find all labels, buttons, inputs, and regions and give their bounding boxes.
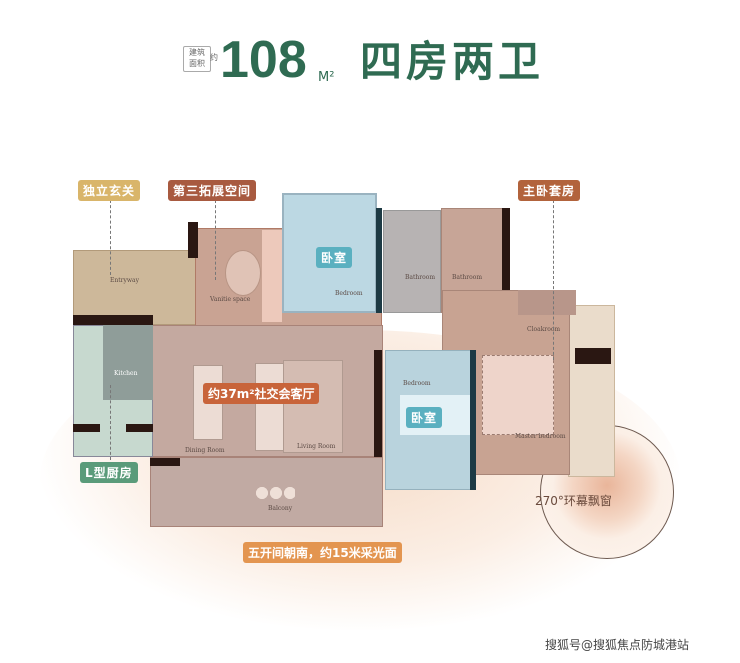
balcony-chairs [255, 486, 295, 500]
area-value: 108 [220, 31, 307, 89]
rug [283, 360, 343, 453]
callout-kitchen: L型厨房 [80, 462, 138, 483]
wall [73, 315, 153, 325]
kitchen-core [103, 325, 153, 400]
watermark: 搜狐号@搜狐焦点防城港站 [545, 638, 690, 652]
callout-third-space: 第三拓展空间 [168, 180, 257, 201]
living-label: Living Room [297, 443, 336, 450]
wall [150, 458, 180, 466]
area-prefix-line2: 面积 [189, 59, 205, 68]
dining-label: Dining Room [185, 447, 225, 454]
wall [470, 350, 476, 490]
area-prefix-line1: 建筑 [189, 48, 205, 57]
entryway-label: Entryway [110, 277, 140, 284]
area-unit: M² [318, 70, 335, 85]
wall [575, 348, 611, 364]
vanity-cabinet [262, 230, 282, 322]
bedroom2-label: Bedroom [403, 380, 431, 387]
area-prefix-box: 建筑 面积 [183, 46, 211, 72]
wall [502, 208, 510, 313]
vanity-label: Vanitie space [210, 296, 251, 303]
wall [374, 350, 382, 465]
balcony-label: Balcony [268, 505, 293, 512]
bathroom1-label: Bathroom [405, 274, 436, 281]
bathroom1 [383, 210, 441, 313]
leader-line [553, 200, 554, 360]
bathroom2-label: Bathroom [452, 274, 483, 281]
callout-living: 约37m²社交会客厅 [203, 383, 320, 404]
wardrobe [518, 290, 576, 315]
callout-entry: 独立玄关 [78, 180, 141, 201]
cloakroom-label: Cloakroom [527, 326, 561, 333]
kitchen-label: Kitchen [114, 370, 138, 377]
leader-line [110, 200, 111, 275]
master-label: Master bedroom [515, 433, 566, 440]
entryway [73, 250, 198, 325]
callout-south: 五开间朝南，约15米采光面 [243, 542, 402, 563]
vanity-round-table [225, 250, 261, 296]
master-bed [482, 355, 554, 435]
callout-bedroom2: 卧室 [406, 407, 443, 428]
layout-title: 四房两卫 [360, 37, 545, 86]
bedroom1-label: Bedroom [335, 290, 363, 297]
callout-master-suite: 主卧套房 [518, 180, 581, 201]
callout-bedroom1: 卧室 [316, 247, 353, 268]
wall [73, 424, 100, 432]
area-approx: 约 [210, 53, 218, 62]
wall [376, 208, 382, 313]
callout-bay-window: 270°环幕飘窗 [535, 494, 612, 508]
wall [188, 222, 198, 258]
wall [126, 424, 153, 432]
master-bay-area [568, 305, 615, 477]
leader-line [215, 200, 216, 280]
leader-line [110, 385, 111, 460]
